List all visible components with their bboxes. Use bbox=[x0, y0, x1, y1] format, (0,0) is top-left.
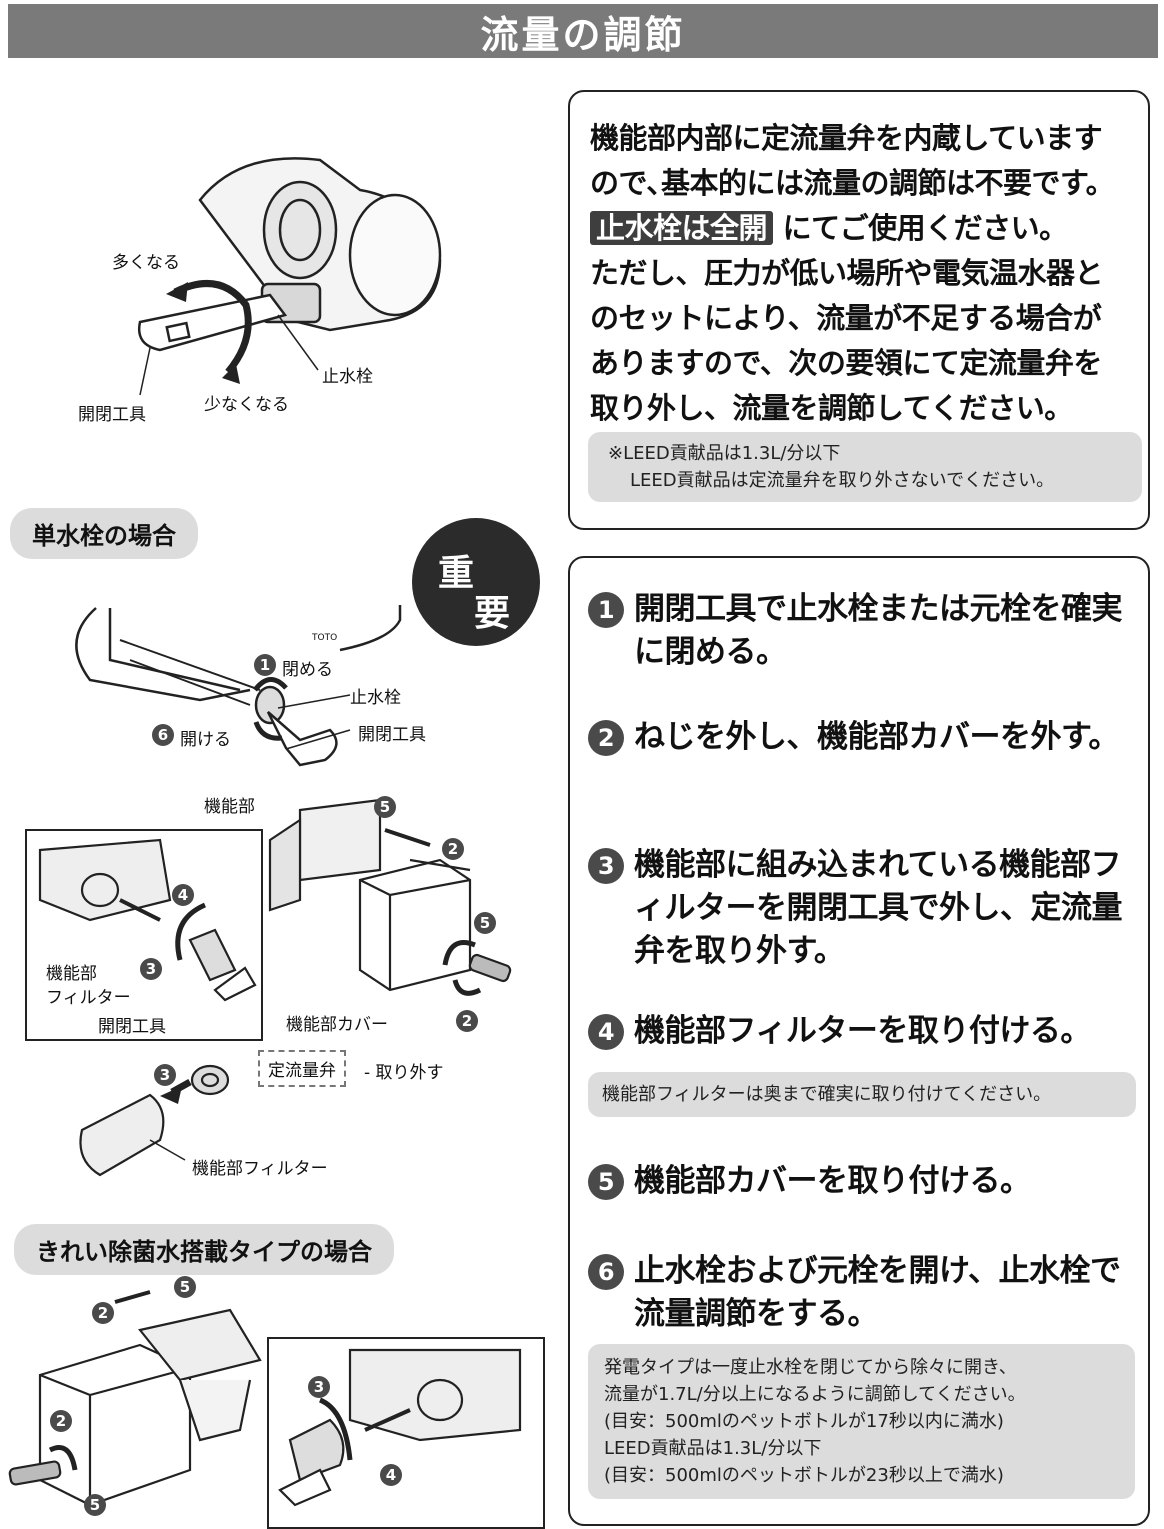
intro-line-1: 機能部内部に定流量弁を内蔵しています bbox=[590, 121, 1103, 155]
installation-illustrations bbox=[8, 157, 545, 1529]
fully-open-highlight: 止水栓は全開 bbox=[590, 211, 774, 245]
step-marker-6: 6 bbox=[152, 724, 174, 746]
important-badge: 重 要 bbox=[412, 518, 540, 646]
label-open: 開ける bbox=[180, 730, 231, 750]
step-6-note-line-5: (目安：500mlのペットボトルが23秒以上で満水) bbox=[604, 1465, 1004, 1486]
label-stop-valve-top: 止水栓 bbox=[322, 367, 373, 387]
step-4: 4 機能部フィルターを取り付ける。 bbox=[588, 1010, 1148, 1053]
page-header: 流量の調節 bbox=[8, 4, 1158, 58]
step-3: 3 機能部に組み込まれている機能部フィルターを開閉工具で外し、定流量弁を取り外す… bbox=[588, 844, 1148, 973]
badge-char-2: 要 bbox=[474, 593, 511, 634]
step-marker-2a: 2 bbox=[442, 838, 464, 860]
section-clean-water-type: きれい除菌水搭載タイプの場合 bbox=[14, 1224, 394, 1275]
intro-text: 機能部内部に定流量弁を内蔵しています ので､基本的には流量の調節は不要です。 止… bbox=[590, 116, 1135, 431]
label-less: 少なくなる bbox=[204, 395, 289, 415]
leed-note-line-2: LEED貢献品は定流量弁を取り外さないでください。 bbox=[630, 470, 1055, 491]
step-marker-3a: 3 bbox=[140, 958, 162, 980]
step-marker-5d: 5 bbox=[84, 1494, 106, 1516]
step-1: 1 開閉工具で止水栓または元栓を確実に閉める。 bbox=[588, 588, 1148, 674]
step-number: 3 bbox=[588, 848, 624, 884]
intro-line-6: ありますので、次の要領にて定流量弁を bbox=[590, 346, 1102, 380]
step-marker-2b: 2 bbox=[456, 1010, 478, 1032]
label-remove-text: 取り外す bbox=[375, 1063, 444, 1083]
flow-valve-label: 定流量弁 bbox=[258, 1050, 346, 1087]
label-filter: 機能部 フィルター bbox=[46, 964, 131, 1008]
step-marker-4a: 4 bbox=[172, 884, 194, 906]
label-more: 多くなる bbox=[112, 253, 180, 273]
label-tool-top: 開閉工具 bbox=[78, 405, 146, 425]
intro-line-5: のセットにより、流量が不足する場合が bbox=[590, 301, 1102, 335]
step-text: 機能部フィルターを取り付ける。 bbox=[634, 1013, 1091, 1049]
intro-box: 機能部内部に定流量弁を内蔵しています ので､基本的には流量の調節は不要です。 止… bbox=[568, 90, 1150, 530]
step-marker-2c: 2 bbox=[92, 1302, 114, 1324]
section-single-faucet: 単水栓の場合 bbox=[10, 508, 198, 559]
label-tool-2: 開閉工具 bbox=[358, 725, 426, 745]
step-marker-1: 1 bbox=[254, 654, 276, 676]
label-flow-valve: 定流量弁 bbox=[268, 1061, 336, 1081]
label-filter-2: 機能部フィルター bbox=[192, 1159, 328, 1179]
step-6-note-line-3: (目安：500mlのペットボトルが17秒以内に満水) bbox=[604, 1411, 1004, 1432]
label-stop-valve-2: 止水栓 bbox=[350, 688, 401, 708]
steps-box: 1 開閉工具で止水栓または元栓を確実に閉める。 2 ねじを外し、機能部カバーを外… bbox=[568, 556, 1150, 1526]
intro-line-2: ので､基本的には流量の調節は不要です。 bbox=[590, 166, 1115, 200]
label-function-unit: 機能部 bbox=[204, 797, 255, 817]
intro-line-7: 取り外し、流量を調節してください。 bbox=[590, 391, 1073, 425]
step-2: 2 ねじを外し、機能部カバーを外す。 bbox=[588, 716, 1148, 759]
intro-line-4: ただし、圧力が低い場所や電気温水器と bbox=[590, 256, 1104, 290]
step-text: 機能部に組み込まれている機能部フィルターを開閉工具で外し、定流量弁を取り外す。 bbox=[634, 847, 1123, 969]
step-6-note-line-4: LEED貢献品は1.3L/分以下 bbox=[604, 1438, 822, 1459]
step-marker-5c: 5 bbox=[174, 1276, 196, 1298]
step-marker-3b: 3 bbox=[154, 1064, 176, 1086]
label-cover: 機能部カバー bbox=[286, 1015, 388, 1035]
step-number: 4 bbox=[588, 1014, 624, 1050]
step-4-note: 機能部フィルターは奥まで確実に取り付けてください。 bbox=[588, 1072, 1136, 1117]
label-close: 閉める bbox=[282, 660, 333, 680]
step-text: 機能部カバーを取り付ける。 bbox=[634, 1163, 1031, 1199]
step-6-note: 発電タイプは一度止水栓を閉じてから除々に開き、 流量が1.7L/分以上になるよう… bbox=[588, 1344, 1135, 1499]
intro-line-3: 止水栓は全開 にてご使用ください。 bbox=[590, 206, 1135, 251]
step-number: 1 bbox=[588, 592, 624, 628]
step-marker-5b: 5 bbox=[474, 912, 496, 934]
step-marker-4c: 4 bbox=[380, 1464, 402, 1486]
intro-line-3-rest: にてご使用ください。 bbox=[782, 211, 1069, 245]
leed-note-line-1: ※LEED貢献品は1.3L/分以下 bbox=[608, 443, 841, 464]
step-number: 5 bbox=[588, 1164, 624, 1200]
step-6-note-line-1: 発電タイプは一度止水栓を閉じてから除々に開き、 bbox=[604, 1357, 1017, 1378]
step-marker-3c: 3 bbox=[308, 1376, 330, 1398]
step-number: 2 bbox=[588, 720, 624, 756]
step-text: 止水栓および元栓を開け、止水栓で流量調節をする。 bbox=[634, 1253, 1121, 1332]
step-6: 6 止水栓および元栓を開け、止水栓で流量調節をする。 bbox=[588, 1250, 1148, 1336]
step-5: 5 機能部カバーを取り付ける。 bbox=[588, 1160, 1148, 1203]
step-text: 開閉工具で止水栓または元栓を確実に閉める。 bbox=[634, 591, 1123, 670]
page-title: 流量の調節 bbox=[480, 12, 686, 57]
step-6-note-line-2: 流量が1.7L/分以上になるように調節してください。 bbox=[604, 1384, 1026, 1405]
badge-char-1: 重 bbox=[438, 553, 475, 594]
label-remove: - 取り外す bbox=[364, 1063, 444, 1083]
step-number: 6 bbox=[588, 1254, 624, 1290]
step-marker-5a: 5 bbox=[374, 796, 396, 818]
leed-note: ※LEED貢献品は1.3L/分以下 LEED貢献品は定流量弁を取り外さないでくだ… bbox=[588, 432, 1142, 502]
step-marker-2d: 2 bbox=[50, 1410, 72, 1432]
label-tool-3: 開閉工具 bbox=[98, 1017, 166, 1037]
brand-mark: TOTO bbox=[312, 633, 338, 643]
step-text: ねじを外し、機能部カバーを外す。 bbox=[634, 719, 1119, 755]
